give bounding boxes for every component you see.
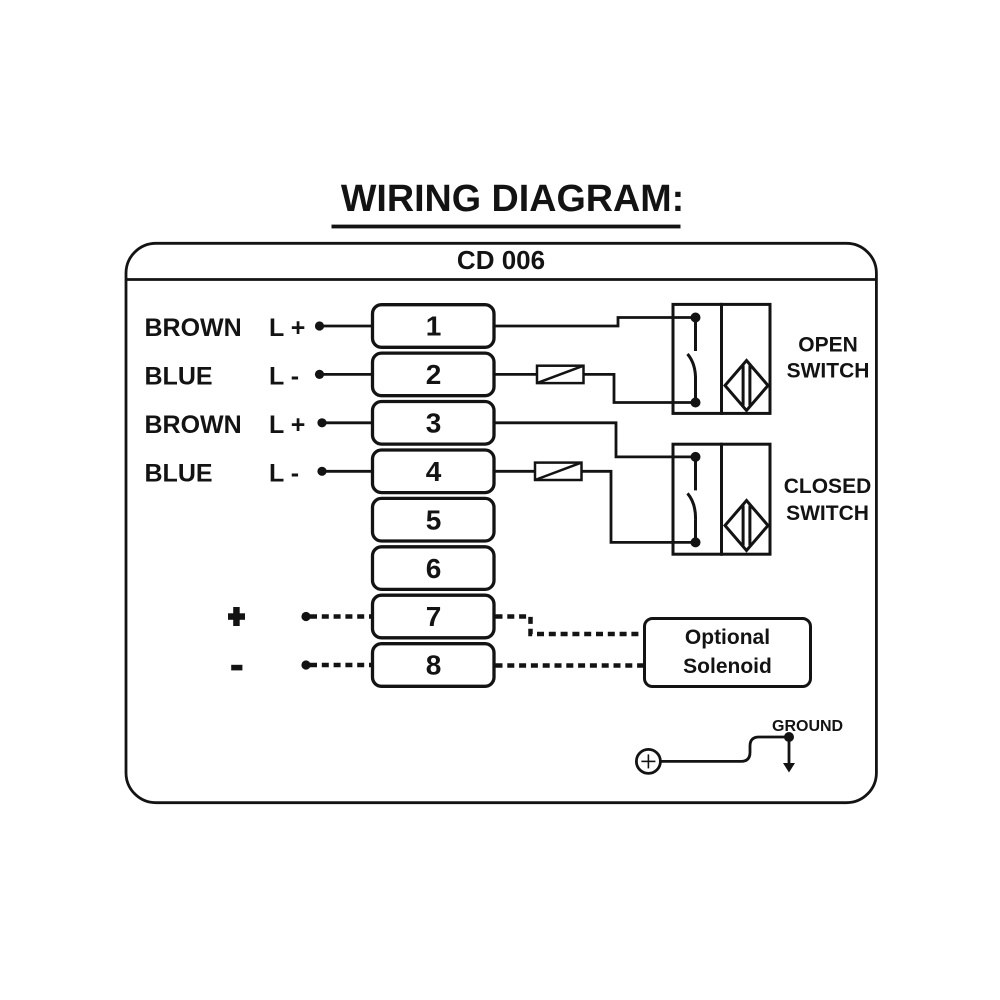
svg-text:3: 3 — [426, 408, 442, 439]
svg-text:7: 7 — [426, 601, 442, 632]
svg-text:5: 5 — [426, 504, 442, 535]
svg-text:GROUND: GROUND — [772, 718, 843, 735]
svg-text:BLUE: BLUE — [145, 362, 213, 390]
svg-text:CD 006: CD 006 — [457, 245, 545, 275]
svg-text:2: 2 — [426, 359, 442, 390]
svg-text:8: 8 — [426, 650, 442, 681]
svg-text:OPEN: OPEN — [798, 334, 858, 357]
svg-text:L +: L + — [269, 314, 305, 342]
svg-text:SWITCH: SWITCH — [786, 502, 869, 525]
svg-text:L +: L + — [269, 411, 305, 439]
svg-text:L -: L - — [269, 362, 299, 390]
svg-text:BROWN: BROWN — [145, 314, 242, 342]
svg-text:CLOSED: CLOSED — [784, 475, 872, 498]
svg-text:1: 1 — [426, 311, 442, 342]
svg-text:6: 6 — [426, 553, 442, 584]
svg-text:4: 4 — [426, 456, 442, 487]
svg-text:Optional: Optional — [685, 626, 770, 649]
svg-text:L -: L - — [269, 459, 299, 487]
svg-text:BLUE: BLUE — [145, 459, 213, 487]
svg-text:WIRING DIAGRAM:: WIRING DIAGRAM: — [341, 177, 684, 219]
svg-text:SWITCH: SWITCH — [787, 360, 870, 383]
svg-text:Solenoid: Solenoid — [683, 655, 772, 678]
svg-text:BROWN: BROWN — [145, 411, 242, 439]
